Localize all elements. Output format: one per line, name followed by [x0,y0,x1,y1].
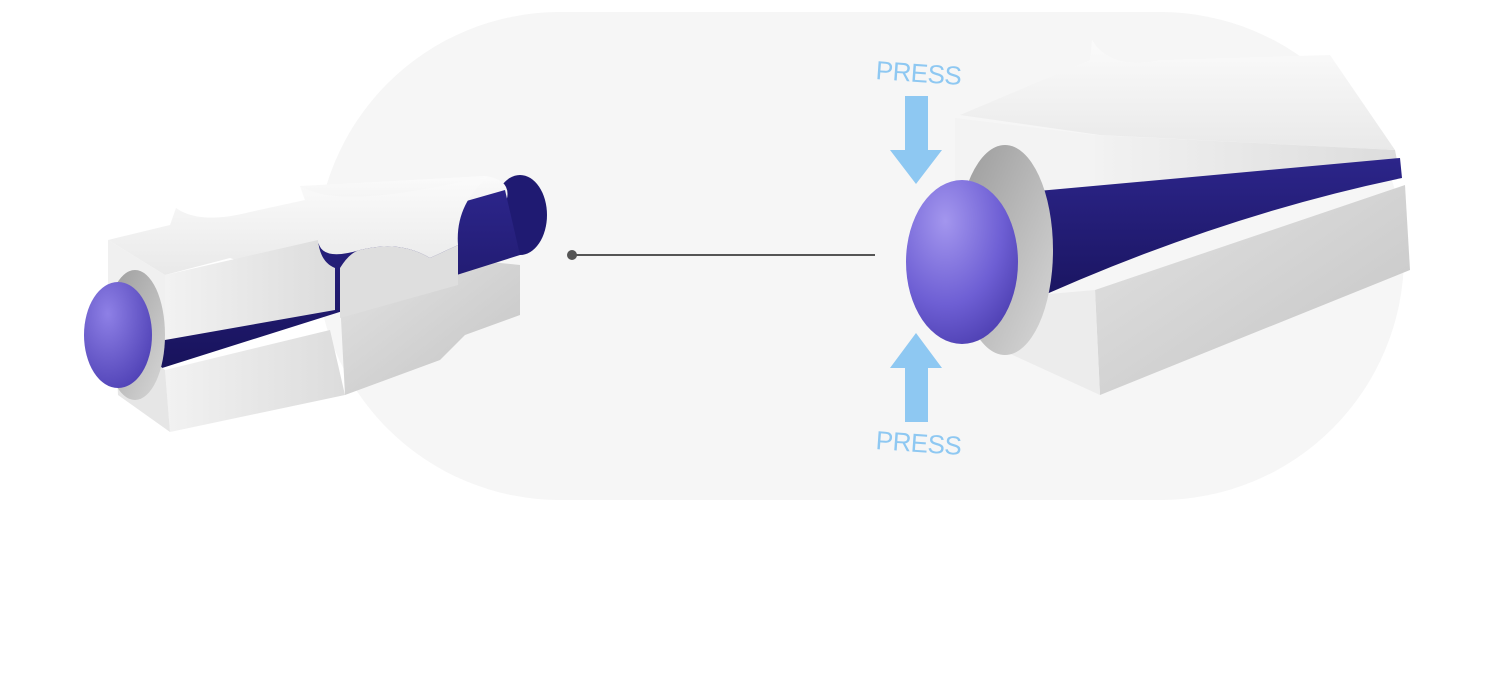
housing-upper-side [165,240,335,340]
crimp-connector-zoomed [906,40,1410,395]
arrow-up-icon [890,333,942,422]
zoom-housing-lower-front [1095,185,1410,395]
press-indicator-bottom: PRESS [875,333,963,461]
zoom-rod-body [940,158,1402,320]
callout-connector [567,250,875,260]
arrow-down-icon [890,96,942,184]
housing-upper-side-right [340,245,458,318]
press-indicator-top: PRESS [875,55,963,184]
housing-top-face [108,177,488,275]
press-label-top: PRESS [875,55,963,91]
housing-lower-front [165,330,345,432]
crimp-connector-small [84,175,547,432]
zoom-rod-front-face [906,180,1018,344]
zoom-housing-top [960,40,1395,150]
rod-front-face [84,282,152,388]
press-label-bottom: PRESS [875,425,963,461]
